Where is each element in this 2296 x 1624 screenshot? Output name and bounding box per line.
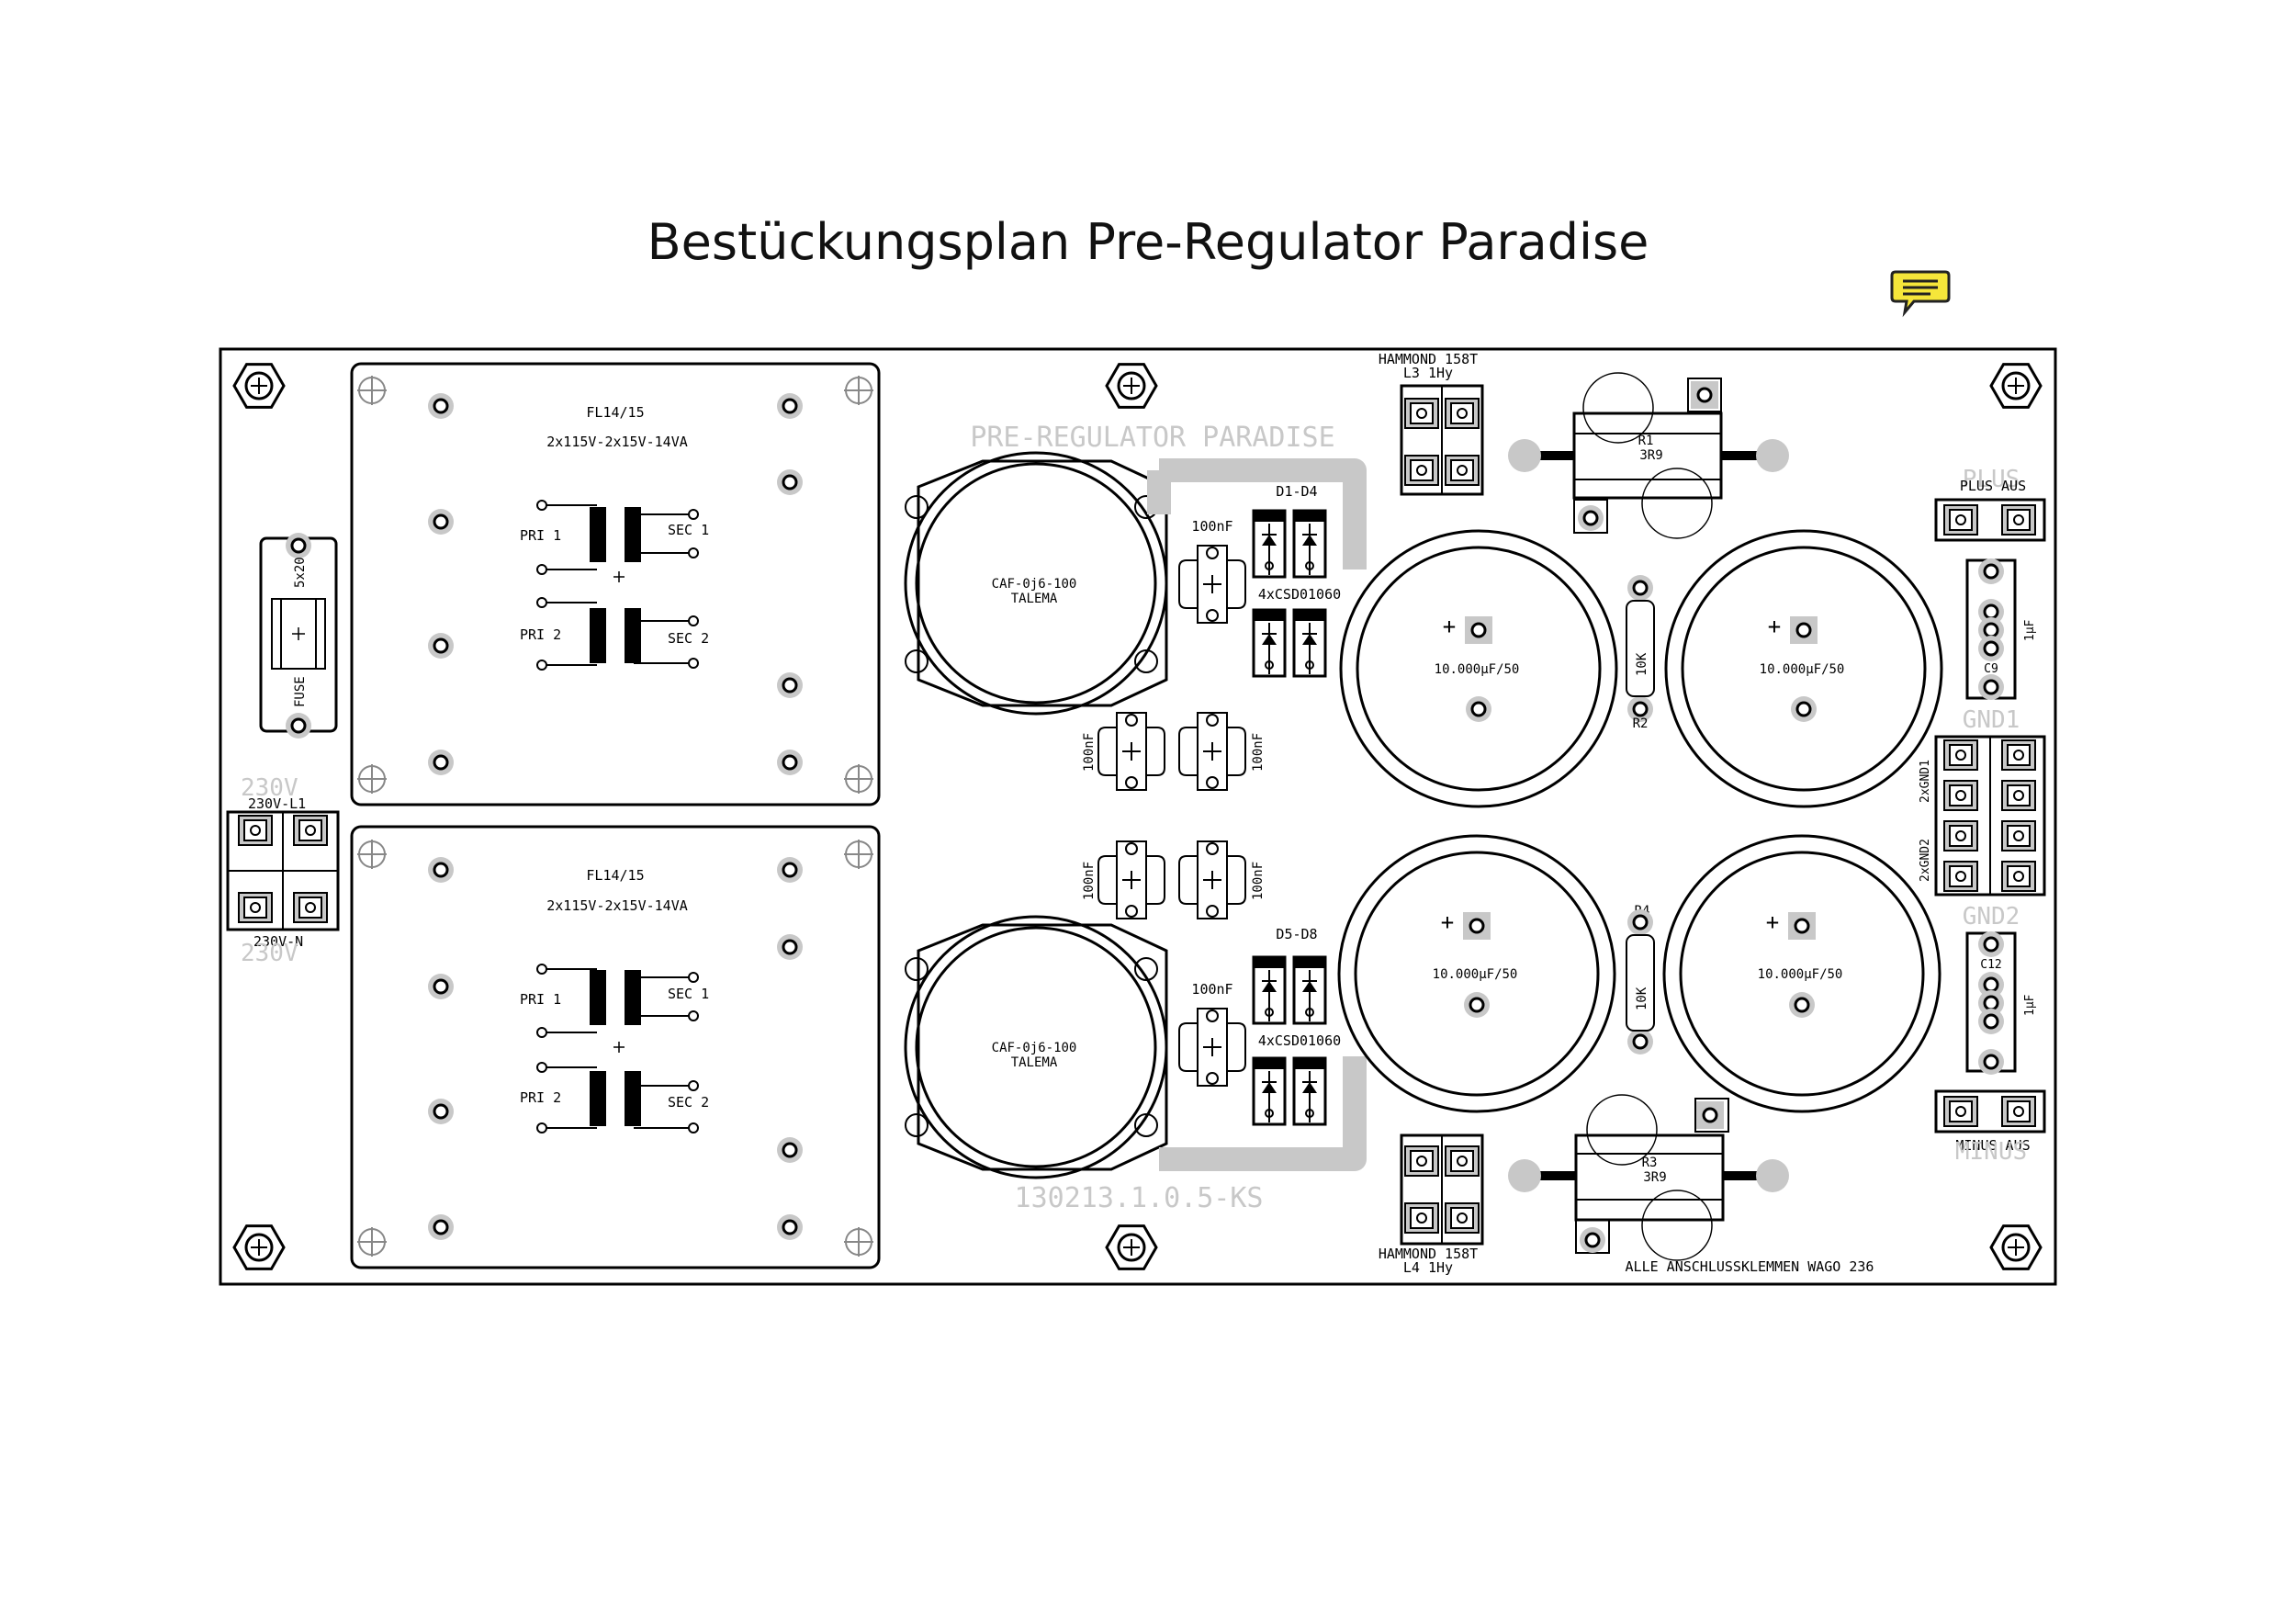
film-cap-ref: C9: [1984, 662, 1998, 676]
gnd1-pins-label: 2xGND1: [1919, 760, 1932, 803]
snubber-cap-value: 100nF: [1251, 862, 1266, 900]
board-outline: [219, 347, 2057, 1286]
film-cap-ref: C12: [1980, 958, 2001, 972]
transformer-name: FL14/15: [586, 867, 644, 884]
bleeder-value: 10K: [1635, 987, 1649, 1010]
pri1-label: PRI 1: [520, 991, 561, 1008]
sec2-label: SEC 2: [668, 1094, 709, 1111]
fuse-holder: 5x20 FUSE: [259, 531, 338, 740]
bleeder-ref: R2: [1633, 716, 1649, 731]
mains-n-label: 230V-N: [253, 933, 303, 950]
power-resistor-r1: R1 3R9: [1508, 372, 1789, 539]
sec1-label: SEC 1: [668, 986, 709, 1002]
snubber-cap-value: 100nF: [1082, 862, 1097, 900]
transformer-2: FL14/15 2x115V-2x15V-14VA PRI 1 PRI 2 SE…: [350, 825, 881, 1269]
cap-value: 10.000µF/50: [1433, 967, 1518, 982]
svg-text:+: +: [1768, 614, 1781, 639]
silk-title: PRE-REGULATOR PARADISE: [970, 422, 1334, 454]
minus-silk: MINUS: [1955, 1138, 2027, 1166]
sec2-label: SEC 2: [668, 630, 709, 647]
mains-l1-label: 230V-L1: [248, 795, 306, 812]
resistor-ref: R3: [1642, 1156, 1658, 1170]
resistor-value: 3R9: [1639, 448, 1662, 463]
resistor-value: 3R9: [1643, 1170, 1666, 1185]
svg-text:+: +: [1443, 614, 1456, 639]
pri1-label: PRI 1: [520, 527, 561, 544]
diode-type: 4xCSD01060: [1258, 586, 1341, 603]
transformer-spec: 2x115V-2x15V-14VA: [546, 897, 688, 914]
plus-silk: PLUS: [1963, 466, 2020, 493]
resistor-ref: R1: [1638, 434, 1654, 448]
cap-value: 100nF: [1191, 518, 1232, 535]
diode-group-1: D1-D4 4xCSD01060 100nF: [1178, 483, 1341, 678]
transformer-name: FL14/15: [586, 404, 644, 421]
transformer-1: FL14/15 2x115V-2x15V-14VA PRI 1 PRI 2 SE…: [350, 362, 881, 806]
mounting-hole: [1989, 363, 2043, 409]
page-title: Bestückungsplan Pre-Regulator Paradise: [647, 213, 1649, 271]
mounting-hole: [232, 1224, 286, 1270]
minus-label: MINUS AUS: [1955, 1137, 2030, 1154]
power-resistor-r3: R3 3R9: [1508, 1094, 1789, 1261]
footer-note: ALLE ANSCHLUSSKLEMMEN WAGO 236: [1626, 1258, 1874, 1275]
film-cap-value: 1µF: [2023, 994, 2037, 1016]
cap-value: 10.000µF/50: [1435, 662, 1520, 677]
bleeder-value: 10K: [1635, 652, 1649, 676]
snubber-cap-value: 100nF: [1082, 733, 1097, 772]
comment-icon[interactable]: [1890, 268, 1951, 320]
diode-group-2: D5-D8 4xCSD01060 100nF: [1178, 926, 1341, 1126]
choke-model: HAMMOND 158T: [1379, 351, 1478, 367]
mains-n-silk: 230V: [241, 940, 298, 967]
choke-l3: HAMMOND 158T L3 1Hy: [1379, 351, 1484, 496]
plus-label: PLUS AUS: [1960, 478, 2026, 494]
fuse-label: FUSE: [293, 676, 308, 707]
mains-terminal: 230V 230V-L1 230V-N 230V: [226, 774, 340, 967]
mounting-hole: [1989, 1224, 2043, 1270]
diode-ref: D5-D8: [1276, 926, 1317, 942]
revision-label: 130213.1.0.5-KS: [1015, 1182, 1264, 1214]
bridge-rectifier-1: CAF-0j6-100 TALEMA: [904, 451, 1168, 716]
bridge-maker: TALEMA: [1011, 1055, 1058, 1070]
bleeder-r2: 10K R2: [1626, 573, 1655, 731]
film-cap-value: 1µF: [2023, 619, 2037, 641]
diode-type: 4xCSD01060: [1258, 1032, 1341, 1049]
cap-value: 10.000µF/50: [1760, 662, 1845, 677]
bleeder-r4: R4 10K: [1626, 904, 1655, 1056]
mounting-hole: [232, 363, 286, 409]
sec1-label: SEC 1: [668, 522, 709, 538]
electrolytic-cap-3: + 10.000µF/50: [1337, 834, 1616, 1113]
bridge-part: CAF-0j6-100: [992, 1041, 1077, 1055]
gnd2-silk: GND2: [1963, 903, 2020, 930]
bridge-rectifier-2: CAF-0j6-100 TALEMA: [904, 915, 1168, 1179]
fuse-size: 5x20: [293, 557, 308, 588]
pri2-label: PRI 2: [520, 1089, 561, 1106]
electrolytic-cap-4: + 10.000µF/50: [1662, 834, 1941, 1113]
electrolytic-cap-1: + 10.000µF/50: [1339, 529, 1618, 808]
bridge-maker: TALEMA: [1011, 592, 1058, 606]
diode-ref: D1-D4: [1276, 483, 1317, 500]
choke-ref: L3 1Hy: [1403, 365, 1453, 381]
snubber-caps: 100nF 100nF 100nF 100nF: [1082, 712, 1266, 919]
gnd2-pins-label: 2xGND2: [1919, 839, 1932, 882]
svg-text:+: +: [1441, 909, 1454, 935]
mounting-hole: [1105, 363, 1158, 409]
cap-value: 100nF: [1191, 981, 1232, 998]
snubber-cap-value: 100nF: [1251, 733, 1266, 772]
choke-model: HAMMOND 158T: [1379, 1246, 1478, 1262]
choke-ref: L4 1Hy: [1403, 1259, 1453, 1276]
mounting-hole: [1105, 1224, 1158, 1270]
transformer-spec: 2x115V-2x15V-14VA: [546, 434, 688, 450]
gnd1-silk: GND1: [1963, 706, 2020, 734]
svg-text:+: +: [1766, 909, 1779, 935]
pri2-label: PRI 2: [520, 626, 561, 643]
bridge-part: CAF-0j6-100: [992, 577, 1077, 592]
electrolytic-cap-2: + 10.000µF/50: [1664, 529, 1943, 808]
cap-value: 10.000µF/50: [1758, 967, 1843, 982]
output-terminals: PLUS PLUS AUS C9 1µF GND1 2xGND1 2xGND2 …: [1919, 466, 2046, 1166]
choke-l4: HAMMOND 158T L4 1Hy: [1379, 1133, 1484, 1276]
mains-l1-silk: 230V: [241, 774, 298, 802]
